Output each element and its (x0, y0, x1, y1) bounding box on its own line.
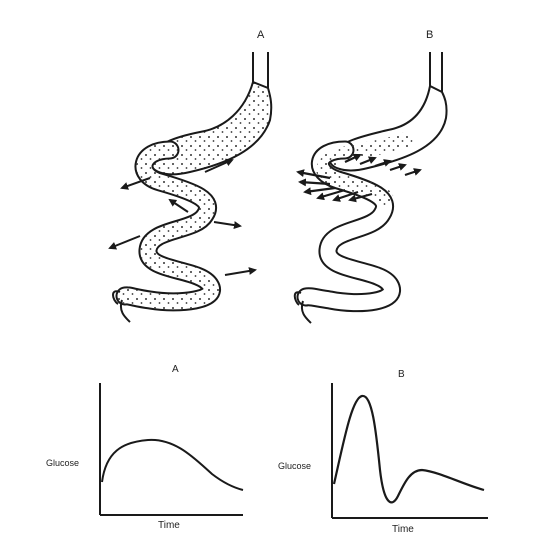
panel-b-gut-diagram: B (295, 29, 447, 323)
graph-b-xlabel: Time (392, 524, 414, 535)
panel-a-label: A (257, 29, 265, 41)
graph-b-glucose-curve (334, 396, 484, 502)
graph-b-label: B (398, 369, 405, 380)
graph-b-ylabel: Glucose (278, 461, 311, 471)
graph-a-xlabel: Time (158, 520, 180, 531)
panel-b-label: B (426, 29, 433, 41)
panel-a-gut-diagram: A (110, 29, 271, 322)
graph-a-label: A (172, 364, 179, 375)
graph-a-glucose-curve (102, 440, 243, 490)
stomach (150, 82, 271, 174)
absorption-arrows (110, 160, 255, 275)
glucose-graph-a: A Glucose Time (46, 364, 243, 531)
graph-a-ylabel: Glucose (46, 458, 79, 468)
glucose-graph-b: B Glucose Time (278, 369, 488, 535)
